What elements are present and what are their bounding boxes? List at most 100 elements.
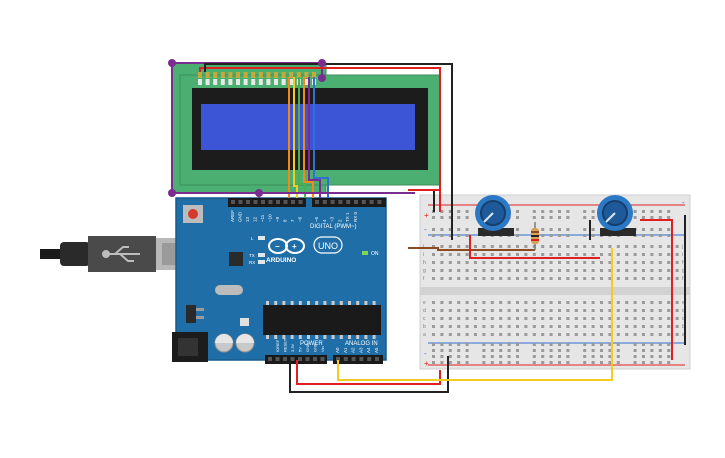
breadboard-hole (499, 325, 503, 328)
breadboard-hole (633, 261, 637, 264)
analog-pin-label: A5 (374, 347, 379, 353)
digital-pin-label: RX 0 (353, 211, 358, 222)
breadboard-hole (532, 317, 536, 320)
breadboard-hole (549, 216, 553, 219)
breadboard-hole (566, 317, 570, 320)
breadboard-hole (650, 333, 654, 336)
atmega-chip-pins (266, 301, 376, 339)
power-pin-label: GND (305, 343, 310, 352)
chip-pin (315, 335, 319, 339)
breadboard-hole (532, 253, 536, 256)
analog-header (333, 355, 383, 364)
chip-pin (298, 335, 302, 339)
breadboard-hole (650, 349, 654, 352)
row-label: d (682, 308, 685, 314)
breadboard-hole (667, 277, 671, 280)
breadboard-hole (600, 333, 603, 336)
chip-pin (339, 335, 343, 339)
breadboard-hole (608, 261, 612, 264)
breadboard-hole (440, 317, 444, 320)
breadboard-hole (566, 234, 570, 237)
breadboard-hole (633, 269, 637, 272)
breadboard-hole (549, 234, 553, 237)
breadboard-hole (465, 210, 469, 213)
header-pin (238, 200, 243, 204)
breadboard-hole (642, 333, 645, 336)
reset-button[interactable] (188, 209, 198, 219)
breadboard-hole (574, 317, 578, 320)
analog-pin-label: A2 (351, 347, 356, 353)
chip-pin (331, 301, 335, 305)
breadboard-hole (516, 277, 519, 280)
breadboard-hole (490, 317, 494, 320)
breadboard-hole (633, 216, 637, 219)
breadboard-hole (474, 261, 477, 264)
breadboard-hole (633, 343, 637, 346)
breadboard-hole (465, 216, 469, 219)
breadboard-hole (566, 309, 570, 312)
header-pin (377, 200, 382, 204)
row-label: d (423, 308, 426, 314)
breadboard-hole (490, 269, 494, 272)
breadboard-hole (658, 210, 662, 213)
breadboard-hole (591, 343, 595, 346)
breadboard-hole (549, 317, 553, 320)
breadboard-hole (558, 234, 561, 237)
header-pin (291, 200, 295, 204)
breadboard-hole (516, 333, 519, 336)
breadboard-hole (541, 349, 545, 352)
potentiometer-1[interactable] (475, 195, 514, 236)
breadboard-hole (566, 277, 570, 280)
breadboard-hole (549, 277, 553, 280)
breadboard-hole (549, 361, 553, 364)
breadboard-hole (499, 361, 503, 364)
header-pin (330, 200, 335, 204)
breadboard-hole (440, 301, 444, 304)
breadboard-hole (583, 361, 587, 364)
breadboard-hole (558, 269, 561, 272)
breadboard-hole (499, 333, 503, 336)
chip-pin (348, 335, 351, 339)
breadboard-hole (465, 228, 469, 231)
breadboard-hole (633, 245, 637, 248)
potentiometer-2[interactable] (597, 195, 636, 236)
breadboard-hole (516, 228, 519, 231)
breadboard-hole (642, 277, 645, 280)
breadboard-hole (642, 325, 645, 328)
wire-5v (296, 360, 441, 385)
breadboard-hole (667, 333, 671, 336)
chip-pin (274, 335, 278, 339)
digital-pin-row (231, 200, 382, 204)
digital-pin-label: 8 (283, 219, 288, 222)
breadboard-hole (474, 253, 477, 256)
breadboard-hole (608, 317, 612, 320)
breadboard-hole (566, 325, 570, 328)
breadboard-hole (474, 269, 477, 272)
breadboard-hole (440, 216, 444, 219)
breadboard-hole (516, 343, 519, 346)
row-label: e (682, 300, 685, 306)
breadboard-hole (549, 325, 553, 328)
lcd-pin-label-block (228, 79, 233, 85)
breadboard-hole (465, 253, 469, 256)
breadboard-hole (440, 333, 444, 336)
breadboard-hole (499, 269, 503, 272)
breadboard-hole (608, 301, 612, 304)
breadboard-hole (516, 309, 519, 312)
header-pin (290, 357, 295, 361)
header-pin (346, 200, 351, 204)
breadboard-hole (549, 253, 553, 256)
breadboard-hole (650, 245, 654, 248)
breadboard-hole (465, 333, 469, 336)
row-label: i (682, 252, 683, 258)
breadboard-hole (457, 309, 461, 312)
breadboard-hole (558, 355, 561, 358)
breadboard-hole (482, 245, 486, 248)
breadboard-hole (474, 277, 477, 280)
breadboard-hole (532, 269, 536, 272)
breadboard-hole (507, 349, 511, 352)
breadboard-hole (583, 333, 587, 336)
power-pin-label: 3.3V (290, 343, 295, 352)
breadboard-hole (532, 349, 536, 352)
breadboard-hole (650, 269, 654, 272)
